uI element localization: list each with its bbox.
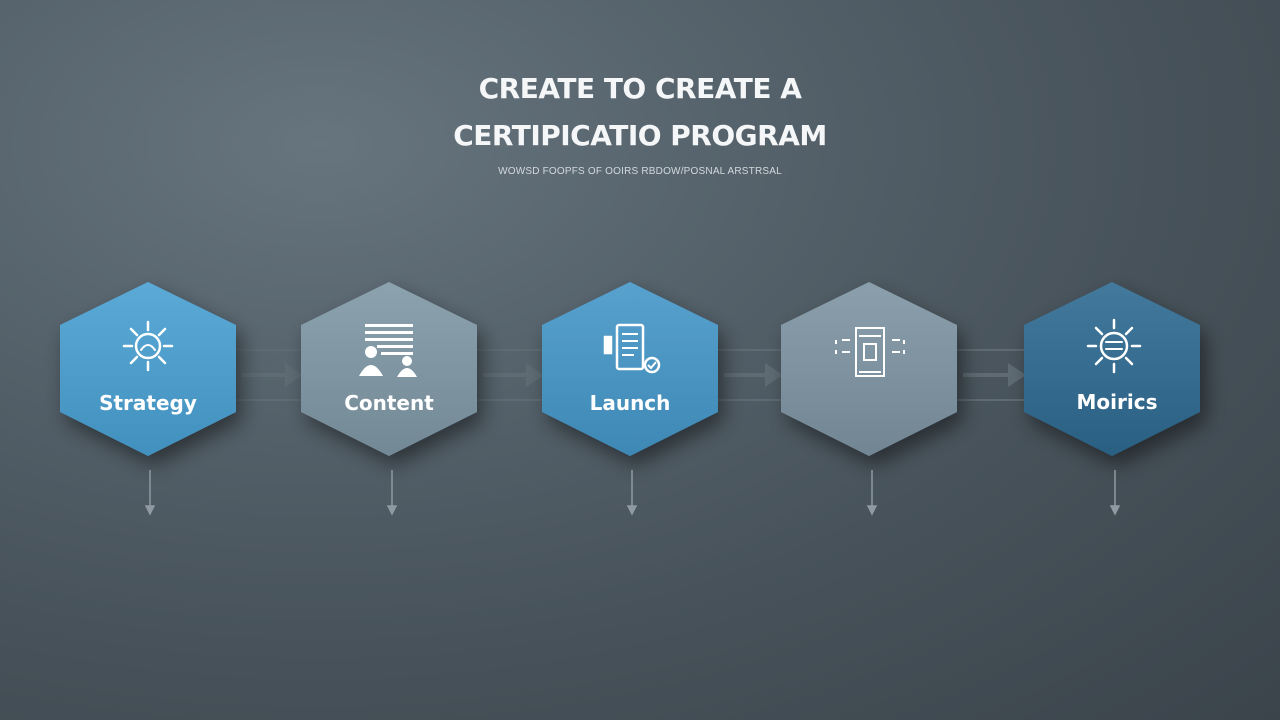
subtitle: WOWSD FOOPFS OF OOIRS RBDOW/POSNAL ARSTR… (498, 166, 782, 177)
arrowhead (765, 363, 783, 387)
down-arrow (386, 470, 398, 516)
step-node-2[interactable]: Content (301, 282, 477, 516)
down-arrow (144, 470, 156, 516)
connector-arrow-2 (477, 349, 546, 401)
hexagon-sheen (781, 282, 957, 456)
connector-arrow-3 (718, 349, 785, 401)
step-label: Strategy (99, 391, 197, 415)
down-arrow (626, 470, 638, 516)
step-node-4[interactable] (781, 282, 957, 516)
step-label: Content (344, 391, 434, 415)
title-line-1: CREATE TO CREATE A (478, 72, 802, 105)
arrowhead (285, 363, 303, 387)
gear-burst-icon (122, 320, 174, 372)
step-node-5[interactable]: Moirics (1024, 282, 1200, 516)
step-node-1[interactable]: Strategy (60, 282, 236, 516)
people-presentation-icon (359, 324, 417, 377)
hexagon-sheen (301, 282, 477, 456)
down-arrow (1109, 470, 1121, 516)
server-rack-icon (835, 327, 905, 377)
badge-burst-icon (1086, 318, 1142, 374)
arrowhead (526, 363, 544, 387)
step-node-3[interactable]: Launch (542, 282, 718, 516)
hexagon-sheen (1024, 282, 1200, 456)
title-line-2: CERTIPICATIO PROGRAM (453, 119, 827, 152)
step-label: Launch (590, 391, 671, 415)
step-label: Moirics (1077, 390, 1158, 414)
connector-arrow-1 (236, 349, 305, 401)
document-checklist-icon (603, 323, 661, 374)
down-arrow (866, 470, 878, 516)
connector-group (236, 349, 1028, 401)
arrowhead (1008, 363, 1026, 387)
connector-arrow-4 (957, 349, 1028, 401)
